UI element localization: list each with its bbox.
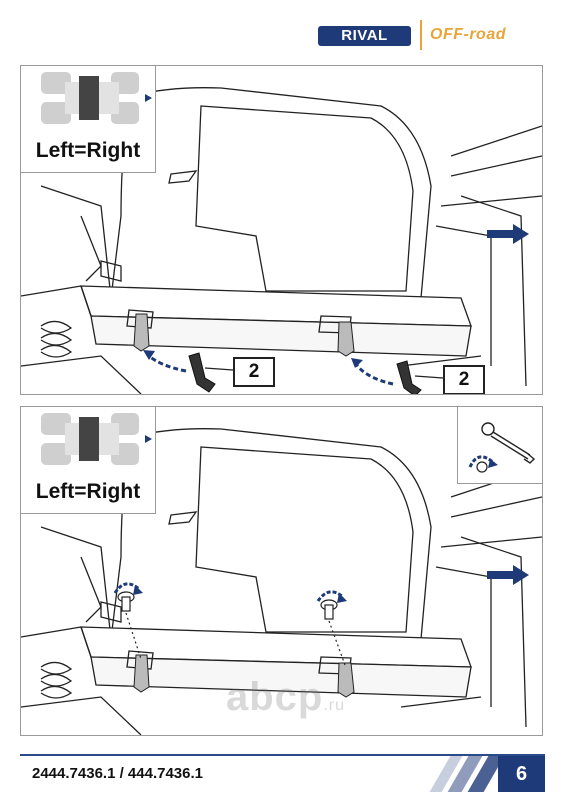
logo-separator: [420, 20, 422, 50]
page-number: 6: [498, 756, 545, 792]
watermark: abcp.ru: [226, 675, 346, 719]
instruction-panel-1: Left=Right 2 2: [20, 65, 543, 395]
part-callout: 2: [443, 365, 485, 394]
left-right-label: Left=Right: [21, 471, 156, 514]
rival-logo: RIVAL: [318, 26, 411, 46]
vehicle-illustration-2: [21, 428, 542, 735]
vehicle-location-thumbnail: [21, 407, 156, 472]
offroad-logo: OFF-road: [430, 26, 506, 43]
instruction-panel-2: Left=Right abcp.ru: [20, 406, 543, 736]
atv-topview-icon: [41, 413, 152, 465]
atv-topview-icon: [41, 72, 152, 124]
tool-indicator: [457, 407, 542, 484]
ratchet-wrench-icon: [468, 422, 536, 473]
part-callout: 2: [233, 357, 275, 387]
vehicle-location-thumbnail: [21, 66, 156, 131]
header: RIVAL OFF-road: [0, 0, 566, 62]
part-numbers: 2444.7436.1 / 444.7436.1: [32, 765, 203, 782]
footer-divider: [20, 754, 545, 756]
vehicle-illustration-1: [21, 87, 542, 394]
left-right-label: Left=Right: [21, 130, 156, 173]
